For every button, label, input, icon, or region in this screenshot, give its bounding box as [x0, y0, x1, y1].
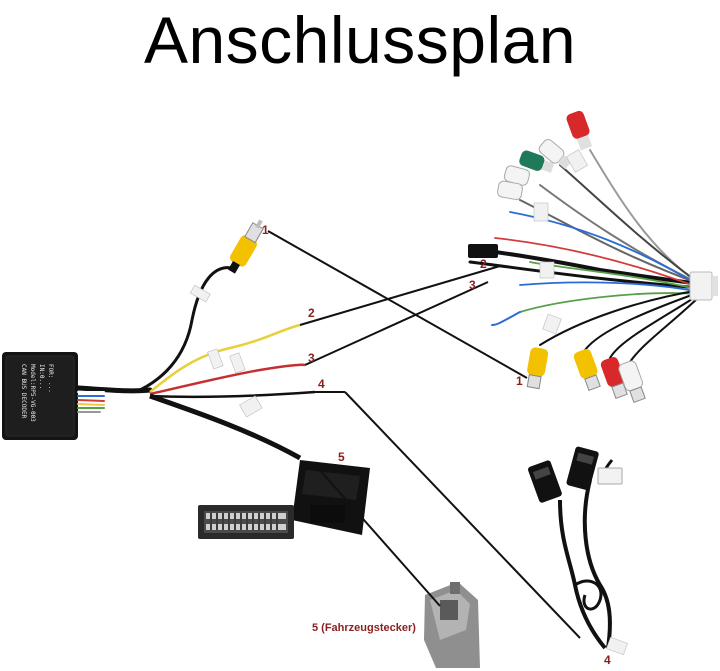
number-4-bottom: 4: [604, 653, 611, 667]
rca-yellow-bottom: [526, 347, 549, 390]
harness-plug: [689, 271, 718, 301]
wire-2-yellow: [149, 323, 301, 393]
wire-4-grey: [149, 390, 316, 399]
rca-white-bottom: [618, 360, 646, 404]
wire-tag: [606, 636, 628, 656]
decoder-label-line-2: Model:RP5-VG-003: [29, 364, 36, 422]
usb-white-connector: [597, 467, 623, 485]
jack-plug: [468, 244, 498, 258]
line-5: [317, 467, 441, 607]
vehicle-plug: [424, 582, 480, 668]
number-1-bottom: 1: [516, 374, 523, 388]
decoder-label-line-1: CAN BUS DECODER: [20, 364, 27, 419]
decoder-label-line-4: FOR: ...: [47, 364, 54, 393]
video-wire: [139, 266, 233, 392]
connector-5: [292, 460, 370, 535]
line-1: [267, 230, 528, 379]
rca-red-top: [566, 110, 593, 151]
wire-tag: [533, 202, 549, 222]
vehicle-plug-caption: 5 (Fahrzeugstecker): [312, 622, 416, 634]
line-2: [299, 265, 501, 326]
wire-tag: [539, 261, 555, 279]
decoder-wire-bundle: [75, 385, 153, 413]
line-4-b: [344, 391, 581, 639]
wire-tag: [189, 284, 211, 303]
number-3-right: 3: [469, 278, 476, 292]
wire-tag: [566, 149, 588, 173]
socket-connector: [198, 505, 294, 539]
number-2-right: 2: [480, 257, 487, 271]
rca-white-3: [497, 180, 523, 201]
wire-tag: [207, 348, 224, 370]
connection-lines: [267, 230, 581, 639]
wire-tag: [229, 352, 246, 374]
wire-tag: [239, 395, 263, 418]
rca-green: [519, 150, 555, 173]
line-3: [304, 281, 489, 366]
number-1-top: 1: [262, 223, 269, 237]
wire-5-black: [149, 393, 302, 461]
decoder-label-line-3: IN:0...: [38, 364, 45, 389]
number-2-left: 2: [308, 306, 315, 320]
number-3-left: 3: [308, 351, 315, 365]
rca-yellow-top: [228, 219, 264, 274]
wire-tag: [542, 313, 562, 335]
rca-yellow-bottom-2: [573, 349, 601, 392]
number-4-left: 4: [318, 377, 325, 391]
rca-red-bottom: [600, 357, 628, 400]
can-bus-decoder: CAN BUS DECODER Model:RP5-VG-003 IN:0...…: [2, 352, 78, 440]
wire-3-red: [149, 363, 306, 396]
usb-plug-2: [566, 446, 599, 491]
usb-plug-1: [527, 460, 562, 503]
page-title: Anschlussplan: [143, 3, 577, 77]
number-5: 5: [338, 450, 345, 464]
